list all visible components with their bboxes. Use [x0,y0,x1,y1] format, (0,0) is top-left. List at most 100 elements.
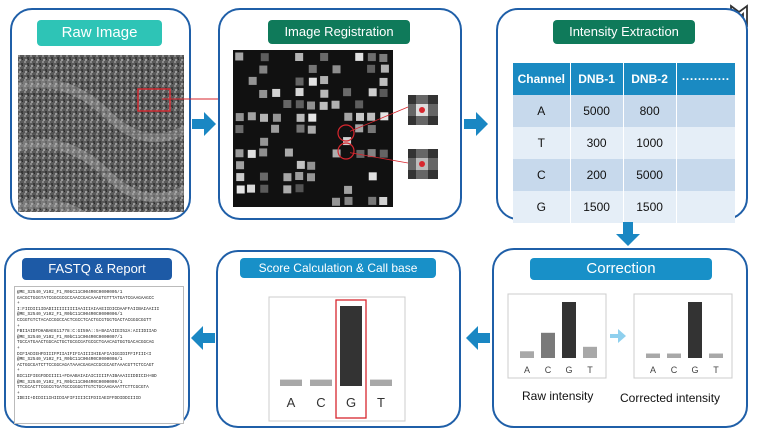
table-row: T 300 1000 [513,127,735,159]
raw-bar-G [562,302,576,358]
arrow-right-2 [464,112,488,136]
score-bar-T [370,379,392,386]
fastq-line: BIC1IFIEGFDDIIII1+FDAABAIAIAICIIIIFAIBAA… [17,373,157,379]
fastq-line: IDEII+DIDII1IHIIDIAFIFIIIICIFDIIAEIFFDDI… [17,396,141,402]
score-tick-A: A [287,395,296,410]
score-panel: Score Calculation & Call base A C G T [216,250,461,428]
correction-arrow-icon [610,329,626,343]
intensity-table: Channel DNB-1 DNB-2 ············ A 5000 … [513,63,735,223]
registration-highlight-1 [337,124,355,142]
table-cell [676,95,735,127]
fastq-line: + [17,345,20,351]
table-cell: 5000 [623,159,677,191]
table-cell: A [513,95,571,127]
table-row: C 200 5000 [513,159,735,191]
corrected-tick-A: A [650,365,656,375]
correction-panel: Correction A C G T A C G T Raw intensity Correc… [492,248,748,428]
raw-intensity-label: Raw intensity [522,389,594,403]
fastq-line: CCGGTGTCTACACCGGCCACTCGCCTCACTGCGTGGTGAC… [17,317,152,323]
table-cell: 800 [623,95,677,127]
score-title: Score Calculation & Call base [240,258,436,278]
table-cell [676,191,735,223]
table-cell: 1500 [570,191,624,223]
fastq-line: + [17,301,20,307]
table-row: A 5000 800 [513,95,735,127]
fastq-title: FASTQ & Report [22,258,172,280]
registration-zoom [350,95,438,179]
raw-image-picture [18,55,184,212]
fastq-document: @ME_S2540_V102_F1_R0bC11C004R0C0000005/1… [14,286,184,424]
table-cell [676,127,735,159]
corrected-bar-C [667,353,681,358]
arrow-left-2 [191,326,215,350]
correction-title: Correction [530,258,712,280]
table-cell: 5000 [570,95,624,127]
table-header-row: Channel DNB-1 DNB-2 ············ [513,63,735,95]
registration-picture [233,50,393,207]
raw-image-selection-box [137,88,171,112]
fastq-line: @ME_S2540_V102_F1_R0bC11C004R0C0000005/1 [17,290,123,295]
corrected-tick-G: G [691,365,698,375]
corrected-tick-T: T [713,365,719,375]
registration-highlight-2 [337,142,355,160]
table-row: G 1500 1500 [513,191,735,223]
corrected-bar-G [688,302,702,358]
fastq-line: @ME_S2540_V102_F1_R0bC11C004R0C0000008/1 [17,357,123,363]
table-cell [676,159,735,191]
fastq-line: ACTGGCGATCTTCCGGCAGATAAACGAGACCGCGCAGTAA… [17,362,155,368]
raw-image-title: Raw Image [37,20,162,46]
table-header: DNB-1 [570,63,624,95]
table-cell: 1500 [623,191,677,223]
table-header: DNB-2 [623,63,677,95]
arrow-down [616,222,640,246]
score-tick-T: T [377,395,385,410]
fastq-line: + [17,323,20,329]
fastq-panel: FASTQ & Report @ME_S2540_V102_F1_R0bC11C… [4,248,190,428]
fastq-line: @ME_S2540_V102_F1_R0bC11C004R0C0000006/1 [17,312,123,318]
fastq-line: GACGCTGGGTATCGGCGCGCCAACCGACAAAGTGTTTATG… [17,295,155,301]
raw-image-panel: Raw Image [10,8,191,220]
table-cell: G [513,191,571,223]
intensity-panel: Intensity Extraction Channel DNB-1 DNB-2… [496,8,748,223]
fastq-line: TGCCATGAACTGGCACTGCTGCGCGATGCGCTGAACAGTG… [17,340,155,346]
corrected-tick-C: C [671,365,678,375]
registration-title: Image Registration [268,20,410,44]
raw-bar-T [583,346,597,358]
table-cell: T [513,127,571,159]
arrow-right-1 [192,112,216,136]
score-bar-C [310,379,332,386]
corrected-bar-A [646,353,660,358]
table-cell: 200 [570,159,624,191]
score-tick-C: C [316,395,325,410]
corrected-intensity-label: Corrected intensity [620,391,721,405]
fastq-line: TTCGCACTTCGGCGTGATGCCGGGGTTGTCTGCAAGAAAT… [17,385,149,391]
raw-bar-C [541,332,555,358]
score-tick-G: G [346,395,356,410]
registration-panel: Image Registration [218,8,462,220]
arrow-left-1 [466,326,490,350]
table-header: ············ [676,63,735,95]
fastq-line: @ME_S2540_V102_F1_R0bC11C004R0C0000009/1 [17,379,123,385]
fastq-text: @ME_S2540_V102_F1_R0bC11C004R0C0000005/1… [17,290,181,420]
called-base-highlight [335,299,367,419]
table-cell: 300 [570,127,624,159]
raw-tick-T: T [587,365,593,375]
fastq-line: + [17,390,20,396]
raw-tick-A: A [524,365,530,375]
table-header: Channel [513,63,571,95]
fastq-line: FBIIAIDFDHABAE611778:C:GI59A::5+BAIAIIEI… [17,329,157,335]
fastq-line: DIFIADIEHFDIIIFPIIAIFIFIAIIIIHIEAFIAIGGI… [17,351,152,357]
fastq-line: + [17,368,20,374]
raw-tick-G: G [565,365,572,375]
table-cell: C [513,159,571,191]
raw-tick-C: C [545,365,552,375]
score-bar-A [280,379,302,386]
score-bar-G [340,306,362,386]
intensity-title: Intensity Extraction [553,20,695,44]
fastq-line: @ME_S2540_V102_F1_R0bC11C004R0C0000007/1 [17,334,123,340]
raw-bar-A [520,351,534,358]
corrected-bar-T [709,353,723,358]
fastq-line: I:FIIDII1IDADIIIIIIIIIIAAIIIAIAAEIIDICDA… [17,306,160,312]
